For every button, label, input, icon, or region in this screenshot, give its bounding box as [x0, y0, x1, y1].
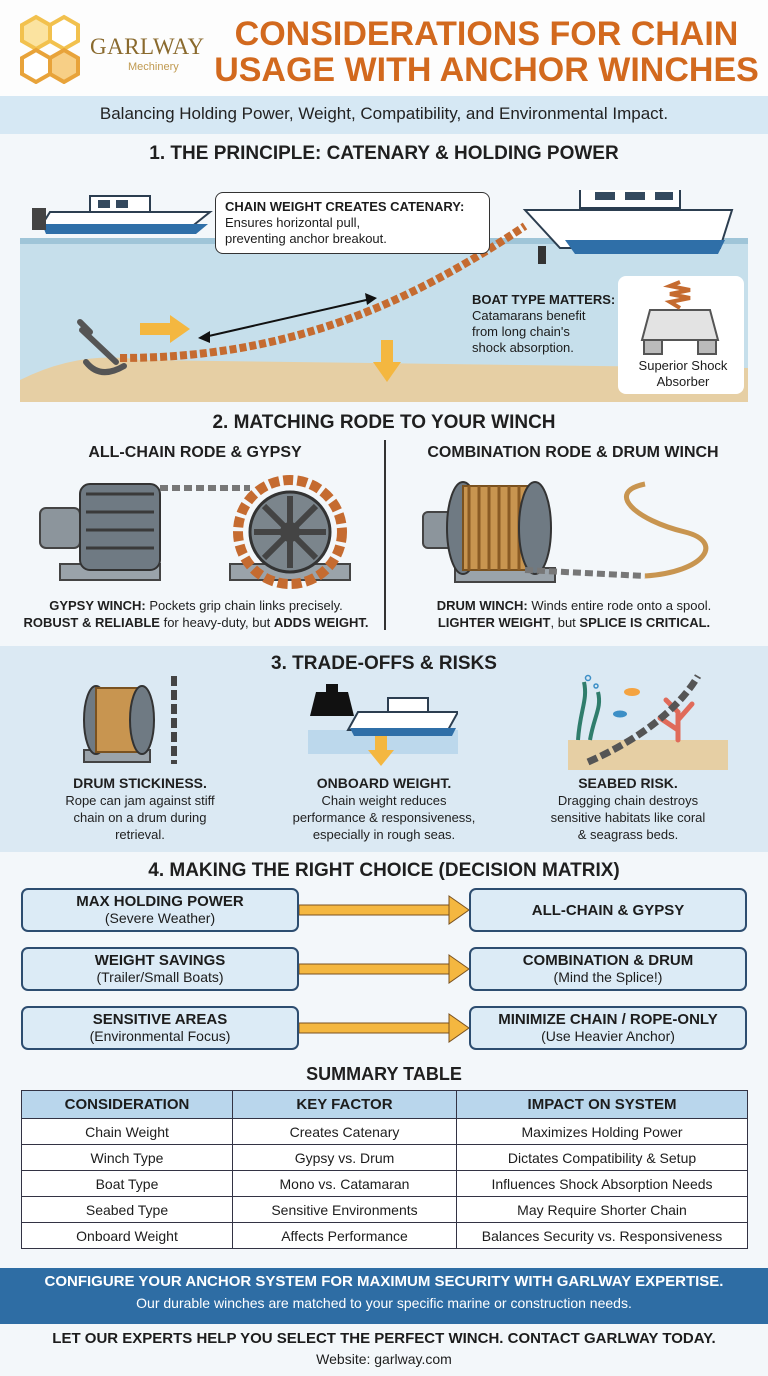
header [0, 0, 768, 96]
drum-winch-icon [422, 481, 709, 583]
drum-stickiness-icon [83, 676, 177, 764]
section2-title: 2. MATCHING RODE TO YOUR WINCH [212, 412, 556, 433]
gypsy-caption: GYPSY WINCH: Pockets grip chain links pr… [23, 598, 369, 630]
table-header: KEY FACTOR [232, 1090, 457, 1119]
risk-item-1: DRUM STICKINESS. Rope can jam against st… [65, 775, 215, 842]
cta-subline: Our durable winches are matched to your … [136, 1295, 632, 1311]
cta-band [0, 1268, 768, 1324]
downward-weight-arrow [373, 340, 401, 382]
table-header: CONSIDERATION [21, 1090, 233, 1119]
shock-absorber-label: Superior Shock Absorber [638, 358, 728, 389]
table-header-row: CONSIDERATION KEY FACTOR IMPACT ON SYSTE… [21, 1090, 748, 1119]
section1-title: 1. THE PRINCIPLE: CATENARY & HOLDING POW… [149, 143, 619, 164]
gypsy-column-title: ALL-CHAIN RODE & GYPSY [88, 444, 302, 461]
drum-column-title: COMBINATION RODE & DRUM WINCH [427, 444, 719, 461]
section3-title: 3. TRADE-OFFS & RISKS [271, 653, 497, 674]
yacht-icon [522, 190, 734, 264]
matrix-need-1: MAX HOLDING POWER(Severe Weather) [21, 888, 299, 932]
garlway-logo [20, 14, 80, 84]
anchor-icon [77, 319, 127, 375]
website-link[interactable]: Website: garlway.com [316, 1351, 452, 1367]
motorboat-icon [32, 195, 213, 234]
contact-line: LET OUR EXPERTS HELP YOU SELECT THE PERF… [52, 1330, 716, 1347]
catamaran-shock-icon [640, 280, 720, 355]
logo-name: GARLWAY [90, 34, 205, 59]
page-subtitle: Balancing Holding Power, Weight, Compati… [99, 104, 669, 123]
summary-title: SUMMARY TABLE [306, 1064, 462, 1084]
onboard-weight-icon [308, 684, 458, 766]
catenary-callout: CHAIN WEIGHT CREATES CATENARY: Ensures h… [215, 192, 490, 254]
gypsy-winch-icon [39, 475, 351, 589]
matrix-choice-2: COMBINATION & DRUM(Mind the Splice!) [469, 947, 747, 991]
section4-title: 4. MAKING THE RIGHT CHOICE (DECISION MAT… [148, 860, 620, 881]
drum-caption: DRUM WINCH: Winds entire rode onto a spo… [436, 598, 712, 630]
matrix-arrow-1 [299, 895, 469, 925]
page-title: CONSIDERATIONS FOR CHAIN USAGE WITH ANCH… [214, 16, 759, 88]
matrix-need-2: WEIGHT SAVINGS(Trailer/Small Boats) [21, 947, 299, 991]
summary-table: CONSIDERATION KEY FACTOR IMPACT ON SYSTE… [21, 1090, 748, 1249]
title-line-1: CONSIDERATIONS FOR CHAIN [234, 15, 739, 53]
matrix-choice-3: MINIMIZE CHAIN / ROPE-ONLY(Use Heavier A… [469, 1006, 747, 1050]
table-header: IMPACT ON SYSTEM [456, 1090, 748, 1119]
horizontal-pull-arrow [140, 315, 190, 343]
seabed-risk-icon [568, 674, 728, 770]
subtitle-bar [0, 96, 768, 134]
matrix-arrow-2 [299, 954, 469, 984]
cta-headline: CONFIGURE YOUR ANCHOR SYSTEM FOR MAXIMUM… [44, 1273, 724, 1290]
title-line-2: USAGE WITH ANCHOR WINCHES [214, 51, 759, 89]
matrix-need-3: SENSITIVE AREAS(Environmental Focus) [21, 1006, 299, 1050]
boat-type-callout: BOAT TYPE MATTERS: Catamarans benefit fr… [472, 292, 616, 355]
column-divider [384, 440, 386, 630]
catenary-illustration [20, 190, 748, 402]
logo-subtitle: Mechinery [128, 61, 179, 73]
matrix-arrow-3 [299, 1013, 469, 1043]
matrix-choice-1: ALL-CHAIN & GYPSY [469, 888, 747, 932]
